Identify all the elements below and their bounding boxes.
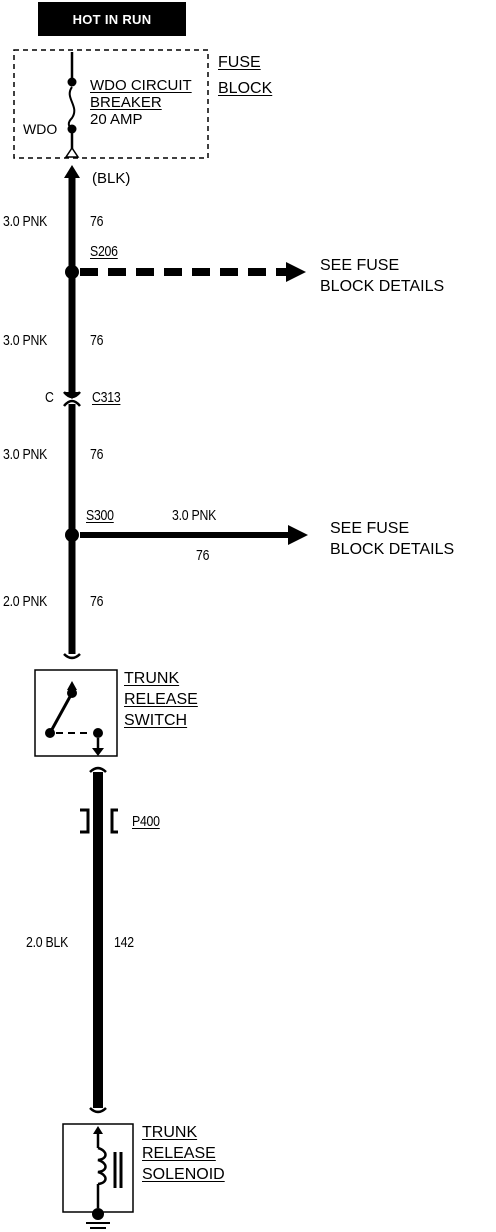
branch-arrow-1 xyxy=(286,262,306,282)
ref2-line1: SEE FUSE xyxy=(330,520,410,537)
wire4-circuit: 76 xyxy=(90,593,104,610)
branch-circuit: 76 xyxy=(196,547,210,564)
blk-wire-note: (BLK) xyxy=(92,170,131,187)
solenoid-coil-symbol xyxy=(93,1126,123,1208)
circuit-breaker-symbol xyxy=(64,52,80,158)
breaker-label-line2: BREAKER xyxy=(90,94,162,111)
switch-line3: SWITCH xyxy=(124,712,188,729)
c313-label: C313 xyxy=(92,389,121,406)
wire2-circuit: 76 xyxy=(90,332,104,349)
wire3-circuit: 76 xyxy=(90,446,104,463)
solenoid-line3: SOLENOID xyxy=(142,1166,225,1183)
breaker-label-line1: WDO CIRCUIT xyxy=(90,77,192,94)
solenoid-line1: TRUNK xyxy=(142,1124,198,1141)
ground-point xyxy=(92,1208,104,1220)
switch-contact-symbol xyxy=(45,681,104,756)
trunk-switch-label: TRUNK RELEASE SWITCH xyxy=(124,668,198,731)
switch-line2: RELEASE xyxy=(124,691,198,708)
solenoid-line2: RELEASE xyxy=(142,1145,216,1162)
wire5-gauge-color: 2.0 BLK xyxy=(26,934,69,951)
c313-pin-label: C xyxy=(45,389,54,406)
fuse-block-outline xyxy=(13,49,209,159)
splice-s206-dot xyxy=(65,265,79,279)
branch-arrow-2 xyxy=(288,525,308,545)
p400-label: P400 xyxy=(132,813,160,830)
wire4-gauge-color: 2.0 PNK xyxy=(3,593,48,610)
splice-s300-label: S300 xyxy=(86,507,114,524)
splice-s206-label: S206 xyxy=(90,243,118,260)
ref1-line1: SEE FUSE xyxy=(320,257,400,274)
see-fuse-block-ref2: SEE FUSE BLOCK DETAILS xyxy=(330,518,454,560)
trunk-switch-box xyxy=(34,669,118,757)
breaker-label: WDO CIRCUIT BREAKER 20 AMP xyxy=(90,77,192,128)
wire2-gauge-color: 3.0 PNK xyxy=(3,332,48,349)
fuse-block-title-line1: FUSE xyxy=(218,54,261,71)
wire1-circuit: 76 xyxy=(90,213,104,230)
wdo-terminal-label: WDO xyxy=(23,121,58,137)
branch-gauge-color: 3.0 PNK xyxy=(172,507,217,524)
fuse-block-title-line2: BLOCK xyxy=(218,80,273,97)
ref1-line2: BLOCK DETAILS xyxy=(320,278,445,295)
wire1-gauge-color: 3.0 PNK xyxy=(3,213,48,230)
wire3-gauge-color: 3.0 PNK xyxy=(3,446,48,463)
wire5-circuit: 142 xyxy=(114,934,134,951)
breaker-label-line3: 20 AMP xyxy=(90,111,143,128)
connector-p400-left xyxy=(80,808,90,834)
splice-s300-dot xyxy=(65,528,79,542)
hot-in-run-header: HOT IN RUN xyxy=(38,2,186,36)
switch-line1: TRUNK xyxy=(124,670,180,687)
wire-up-arrow xyxy=(64,165,80,178)
see-fuse-block-ref1: SEE FUSE BLOCK DETAILS xyxy=(320,255,444,297)
ref2-line2: BLOCK DETAILS xyxy=(330,541,455,558)
connector-p400-right xyxy=(110,808,118,834)
trunk-solenoid-label: TRUNK RELEASE SOLENOID xyxy=(142,1122,225,1185)
